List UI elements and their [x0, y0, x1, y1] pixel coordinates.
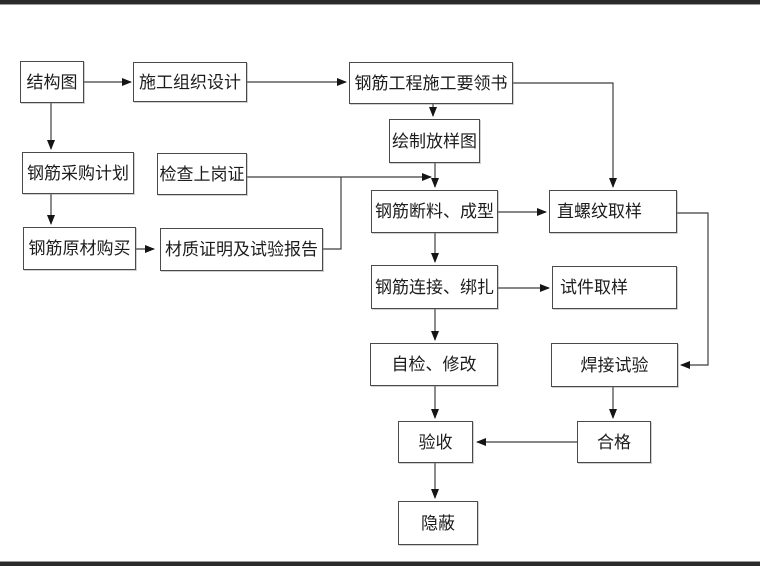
node-rebar-cutting-forming: 钢筋断料、成型: [371, 190, 498, 233]
node-straight-thread-sampling: 直螺纹取样: [549, 190, 677, 233]
node-rebar-raw-material-purchase: 钢筋原材购买: [23, 227, 136, 270]
node-rebar-construction-manual: 钢筋工程施工要领书: [349, 62, 513, 104]
node-construction-org-design: 施工组织设计: [133, 62, 247, 102]
node-acceptance: 验收: [398, 421, 473, 463]
edge-material-cert-junction: [323, 177, 342, 250]
node-rebar-procurement-plan: 钢筋采购计划: [22, 152, 134, 194]
node-structural-drawing: 结构图: [20, 61, 84, 103]
node-check-work-permit: 检查上岗证: [157, 153, 247, 195]
node-qualified: 合格: [577, 421, 651, 463]
node-material-cert-and-test-report: 材质证明及试验报告: [160, 228, 323, 271]
node-rebar-connecting-binding: 钢筋连接、绑扎: [371, 265, 498, 309]
node-specimen-sampling: 试件取样: [552, 266, 677, 309]
node-concealment: 隐蔽: [398, 501, 478, 545]
page-top-rule: [0, 0, 760, 5]
edge-thread-sampling-to-welding-test: [677, 212, 709, 369]
node-welding-test: 焊接试验: [551, 343, 678, 387]
node-self-check-modify: 自检、修改: [370, 343, 498, 386]
node-draw-lofting-drawing: 绘制放样图: [389, 119, 480, 163]
edge-manual-to-thread-sampling: [513, 82, 617, 188]
page-bottom-rule: [0, 561, 760, 566]
